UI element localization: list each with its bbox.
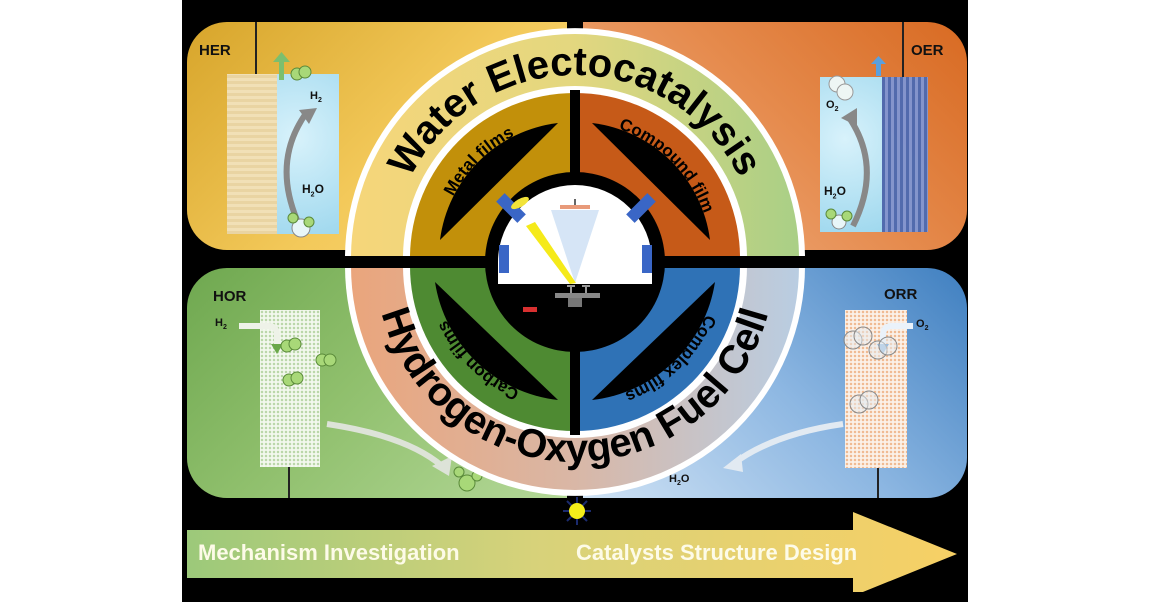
her-product-label: H2 (310, 90, 322, 105)
her-reactant-label: H2O (302, 182, 324, 199)
oer-wire (902, 22, 904, 77)
orr-output-label: H2O (669, 473, 690, 488)
oer-arrow-icon (825, 56, 886, 230)
hor-title: HOR (213, 288, 247, 305)
hor-wire (288, 467, 290, 498)
oer-product-label: O2 (826, 99, 839, 114)
her-arrow-icon (273, 52, 317, 238)
orr-title: ORR (884, 286, 918, 303)
oer-title: OER (911, 42, 944, 59)
progress-arrow (187, 512, 957, 592)
oer-electrode (882, 77, 928, 232)
banner-left-text: Mechanism Investigation (198, 540, 460, 565)
sun-icon (563, 497, 591, 525)
orr-wire (877, 468, 879, 498)
her-electrode (227, 74, 277, 234)
center-ring-diagram: Water Electocatalysis Hydrogen-Oxygen Fu… (344, 28, 806, 496)
hor-flow-icon (239, 323, 483, 492)
orr-input-label: O2 (916, 318, 929, 333)
orr-flow-icon (723, 323, 913, 472)
banner-right-text: Catalysts Structure Design (576, 540, 858, 565)
hor-input-label: H2 (215, 317, 227, 332)
hor-electrode (260, 310, 320, 467)
oer-electrolyte (820, 77, 882, 232)
sputter-chamber-icon (496, 193, 656, 312)
oer-reactant-label: H2O (824, 184, 846, 201)
her-title: HER (199, 42, 231, 59)
her-wire (255, 22, 257, 74)
